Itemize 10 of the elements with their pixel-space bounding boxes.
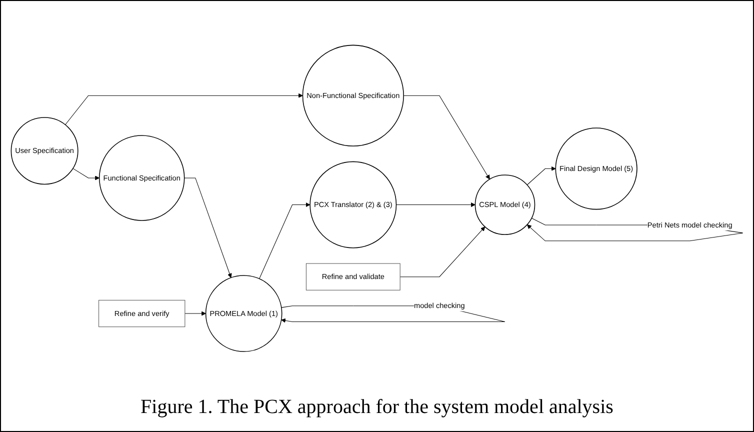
figure-caption: Figure 1. The PCX approach for the system model analysis xyxy=(140,395,614,420)
arrow xyxy=(403,95,490,180)
arrow xyxy=(184,311,206,316)
arrow xyxy=(259,202,310,280)
arrow xyxy=(72,168,100,180)
arrow xyxy=(400,226,486,278)
arrow xyxy=(184,178,232,278)
arrow xyxy=(526,166,556,186)
arrow xyxy=(396,202,476,208)
arrow xyxy=(65,93,303,126)
